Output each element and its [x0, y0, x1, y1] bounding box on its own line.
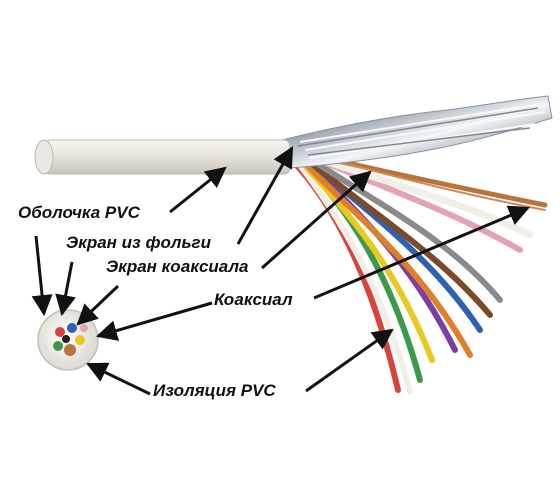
conductor-wires: [289, 153, 548, 395]
cable-sheath: [43, 139, 291, 175]
label-foil-screen: Экран из фольги: [66, 233, 211, 252]
label-coax: Коаксиал: [214, 290, 293, 309]
label-insulation: Изоляция PVC: [153, 381, 276, 400]
label-arrows: [31, 146, 530, 396]
label-coax-screen: Экран коаксиала: [106, 257, 249, 276]
cable-cross-section: [37, 309, 99, 371]
label-sheath: Оболочка PVC: [18, 203, 140, 222]
